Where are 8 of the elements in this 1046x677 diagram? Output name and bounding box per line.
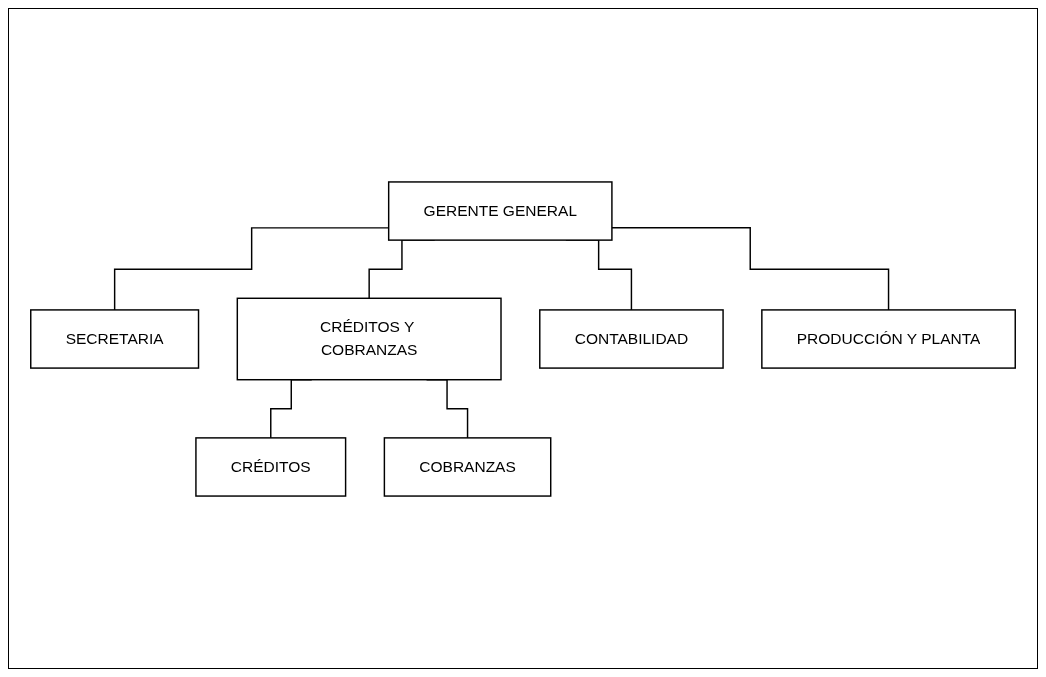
connector [611, 226, 890, 311]
node-box: PRODUCCIÓN Y PLANTA [761, 308, 1016, 369]
node-box: CONTABILIDAD [539, 308, 724, 369]
node-box: CRÉDITOS [195, 436, 347, 497]
node-box: SECRETARIA [30, 308, 200, 369]
node-box: CRÉDITOS Y COBRANZAS [236, 297, 502, 380]
node-box: COBRANZAS [383, 436, 552, 497]
node-box: GERENTE GENERAL [387, 180, 613, 241]
